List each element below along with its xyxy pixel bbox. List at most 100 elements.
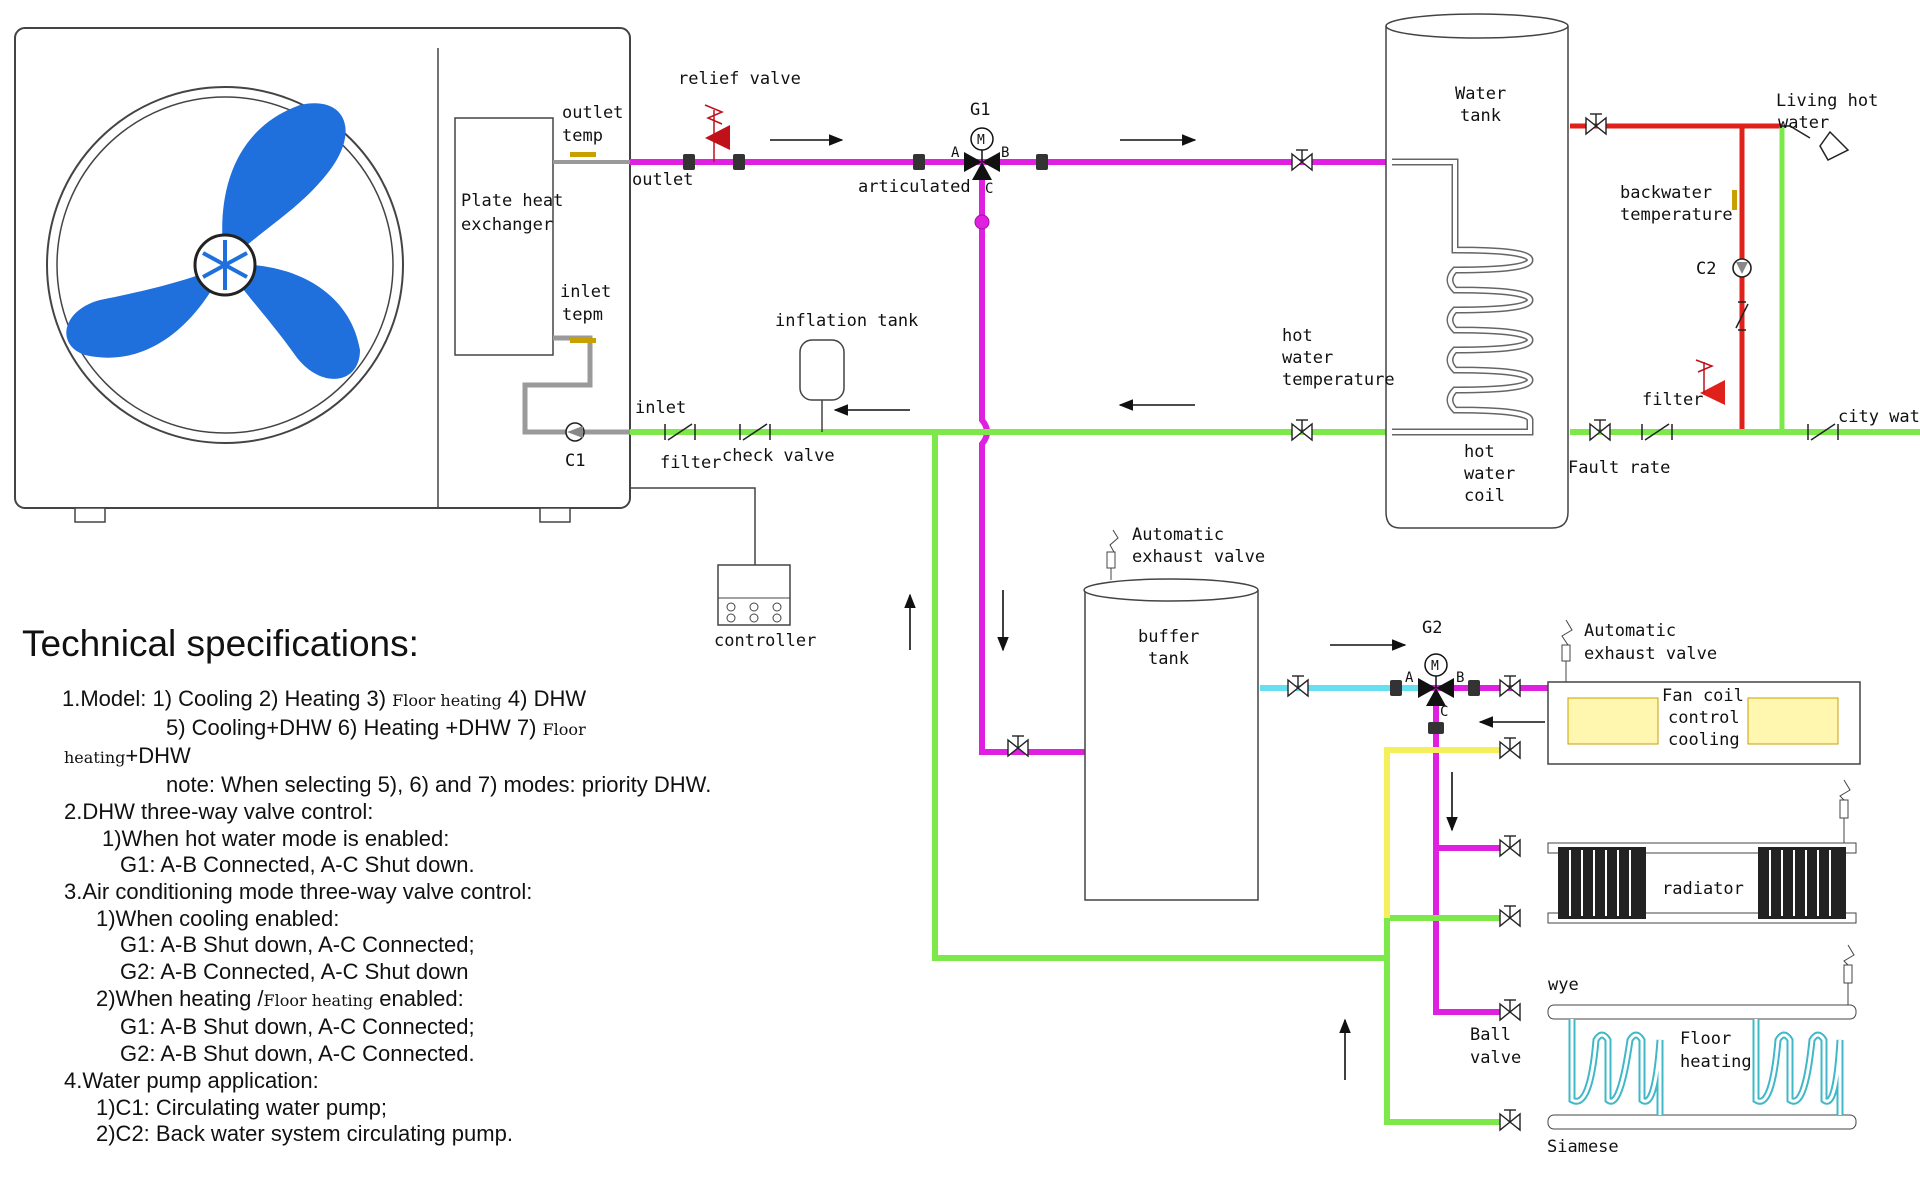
fan-coil-unit: [1547, 619, 1861, 765]
label-backwater-temp-1: backwater: [1620, 183, 1712, 203]
spec-dhw-g1: G1: A-B Connected, A-C Shut down.: [120, 852, 475, 878]
g2-three-way-valve-icon: [1418, 653, 1454, 706]
label-outlet: outlet: [632, 170, 693, 190]
label-hot-water-coil-2: water: [1464, 464, 1515, 484]
label-wye: wye: [1548, 975, 1579, 995]
spec-ac-heat: 2)When heating /Floor heating enabled:: [22, 986, 782, 1015]
label-auto-exhaust-2a: Automatic: [1584, 621, 1676, 641]
spec-ac-cool-g2: G2: A-B Connected, A-C Shut down: [120, 959, 469, 985]
label-g2-b: B: [1456, 670, 1464, 686]
shower-head-icon: [1782, 125, 1850, 161]
inflation-tank: [799, 339, 845, 432]
spec-ac-cool-g1: G1: A-B Shut down, A-C Connected;: [120, 932, 475, 958]
flow-arrows: [770, 134, 1545, 1080]
label-articulated: articulated: [858, 177, 971, 197]
spec-model-line-2: 5) Cooling+DHW 6) Heating +DHW 7) Floor: [22, 715, 782, 744]
label-water-tank-2: tank: [1460, 106, 1501, 126]
label-radiator: radiator: [1662, 879, 1744, 899]
water-tank: [1385, 13, 1569, 529]
spec-ac-heat-suffix: enabled:: [373, 985, 464, 1011]
heat-pump-unit: [14, 27, 631, 523]
spec-ac-heat-g1: G1: A-B Shut down, A-C Connected;: [120, 1014, 475, 1040]
label-inlet: inlet: [635, 398, 686, 418]
label-auto-exhaust-2b: exhaust valve: [1584, 644, 1717, 664]
label-floor-heating-2: heating: [1680, 1052, 1752, 1072]
controller-icon: [630, 487, 791, 626]
label-g1-c: C: [985, 181, 993, 197]
label-floor-heating-1: Floor: [1680, 1029, 1731, 1049]
label-inlet-temp-2: tepm: [562, 305, 603, 325]
label-outlet-temp-1: outlet: [562, 103, 623, 123]
spec-ac-title: 3.Air conditioning mode three-way valve …: [64, 878, 533, 904]
spec-dhw-title: 2.DHW three-way valve control:: [64, 798, 374, 824]
spec-model-1-prefix: 1.Model: 1) Cooling 2) Heating 3): [62, 686, 393, 711]
label-siamese: Siamese: [1547, 1137, 1619, 1157]
spec-model-3-rest: +DHW: [125, 743, 191, 769]
spec-pump-title: 4.Water pump application:: [64, 1067, 319, 1093]
label-water-tank-1: Water: [1455, 84, 1506, 104]
label-controller: controller: [714, 631, 816, 651]
c1-pump-icon: [565, 422, 585, 442]
label-living-hot-water-2: water: [1778, 113, 1829, 133]
label-outlet-temp-2: temp: [562, 126, 603, 146]
plate-heat-exchanger: [454, 117, 554, 356]
label-ball-valve-2: valve: [1470, 1048, 1521, 1068]
label-hot-water-coil-3: coil: [1464, 486, 1505, 506]
label-g1-b: B: [1001, 145, 1009, 161]
label-c1: C1: [565, 451, 585, 471]
label-plate-heat-2: exchanger: [461, 215, 553, 235]
label-buffer-tank-1: buffer: [1138, 627, 1199, 647]
spec-title: Technical specifications:: [22, 623, 419, 664]
return-pipes: [630, 429, 1920, 1125]
spec-model-1-suffix: 4) DHW: [501, 686, 587, 711]
label-g2-m: M: [1431, 659, 1439, 674]
c2-pump-icon: [1732, 258, 1752, 278]
spec-ac-heat-prefix: 2)When heating /: [96, 985, 264, 1011]
label-inflation-tank: inflation tank: [775, 311, 918, 331]
label-hot-water-temp-3: temperature: [1282, 370, 1395, 390]
label-buffer-tank-2: tank: [1148, 649, 1189, 669]
label-inlet-temp-1: inlet: [560, 282, 611, 302]
label-auto-exhaust-1a: Automatic: [1132, 525, 1224, 545]
spec-model-line-3: heating+DHW: [22, 743, 782, 772]
label-city-water: city wate: [1838, 407, 1920, 427]
spec-pump-c1: 1)C1: Circulating water pump;: [96, 1094, 388, 1120]
spec-pump-c2: 2)C2: Back water system circulating pump…: [96, 1121, 513, 1147]
label-fan-coil-2: control: [1668, 708, 1740, 728]
buffer-tank: [1083, 529, 1259, 901]
label-g1: G1: [970, 100, 990, 120]
label-fault-rate: Fault rate: [1568, 458, 1670, 478]
label-ball-valve-1: Ball: [1470, 1025, 1511, 1045]
floor-heating-unit: [1547, 944, 1857, 1130]
label-g1-m: M: [977, 133, 985, 148]
radiator-unit: [1547, 779, 1857, 924]
spec-dhw-1: 1)When hot water mode is enabled:: [102, 825, 450, 851]
spec-model-2-floor: Floor: [542, 719, 586, 739]
label-relief-valve: relief valve: [678, 69, 801, 89]
spec-model-3-small: heating: [64, 748, 126, 768]
label-hot-water-coil-1: hot: [1464, 442, 1495, 462]
label-auto-exhaust-1b: exhaust valve: [1132, 547, 1265, 567]
spec-ac-heat-g2: G2: A-B Shut down, A-C Connected.: [120, 1041, 475, 1067]
fan-icon: [66, 103, 360, 379]
spec-model-1-floor: Floor heating: [392, 691, 502, 710]
g1-three-way-valve-icon: [964, 127, 1000, 180]
pipe-unions: [683, 154, 1480, 734]
label-hot-water-temp-2: water: [1282, 348, 1333, 368]
label-c2: C2: [1696, 259, 1716, 279]
spec-model-2-prefix: 5) Cooling+DHW 6) Heating +DHW 7): [166, 714, 543, 740]
label-plate-heat-1: Plate heat: [461, 191, 563, 211]
label-fan-coil-1: Fan coil: [1662, 686, 1744, 706]
diagram-labels: outlet temp Plate heat exchanger inlet t…: [461, 69, 1920, 1157]
label-living-hot-water-1: Living hot: [1776, 91, 1878, 111]
label-fan-coil-3: cooling: [1668, 730, 1740, 750]
label-backwater-temp-2: temperature: [1620, 205, 1733, 225]
technical-specifications: Technical specifications: 1.Model: 1) Co…: [22, 622, 782, 1148]
label-g2: G2: [1422, 618, 1442, 638]
relief-valve-icon: [704, 104, 730, 162]
spec-ac-heat-floor: Floor heating: [263, 990, 374, 1010]
label-g2-a: A: [1405, 670, 1414, 686]
filter-relief-icon: [1695, 359, 1725, 405]
